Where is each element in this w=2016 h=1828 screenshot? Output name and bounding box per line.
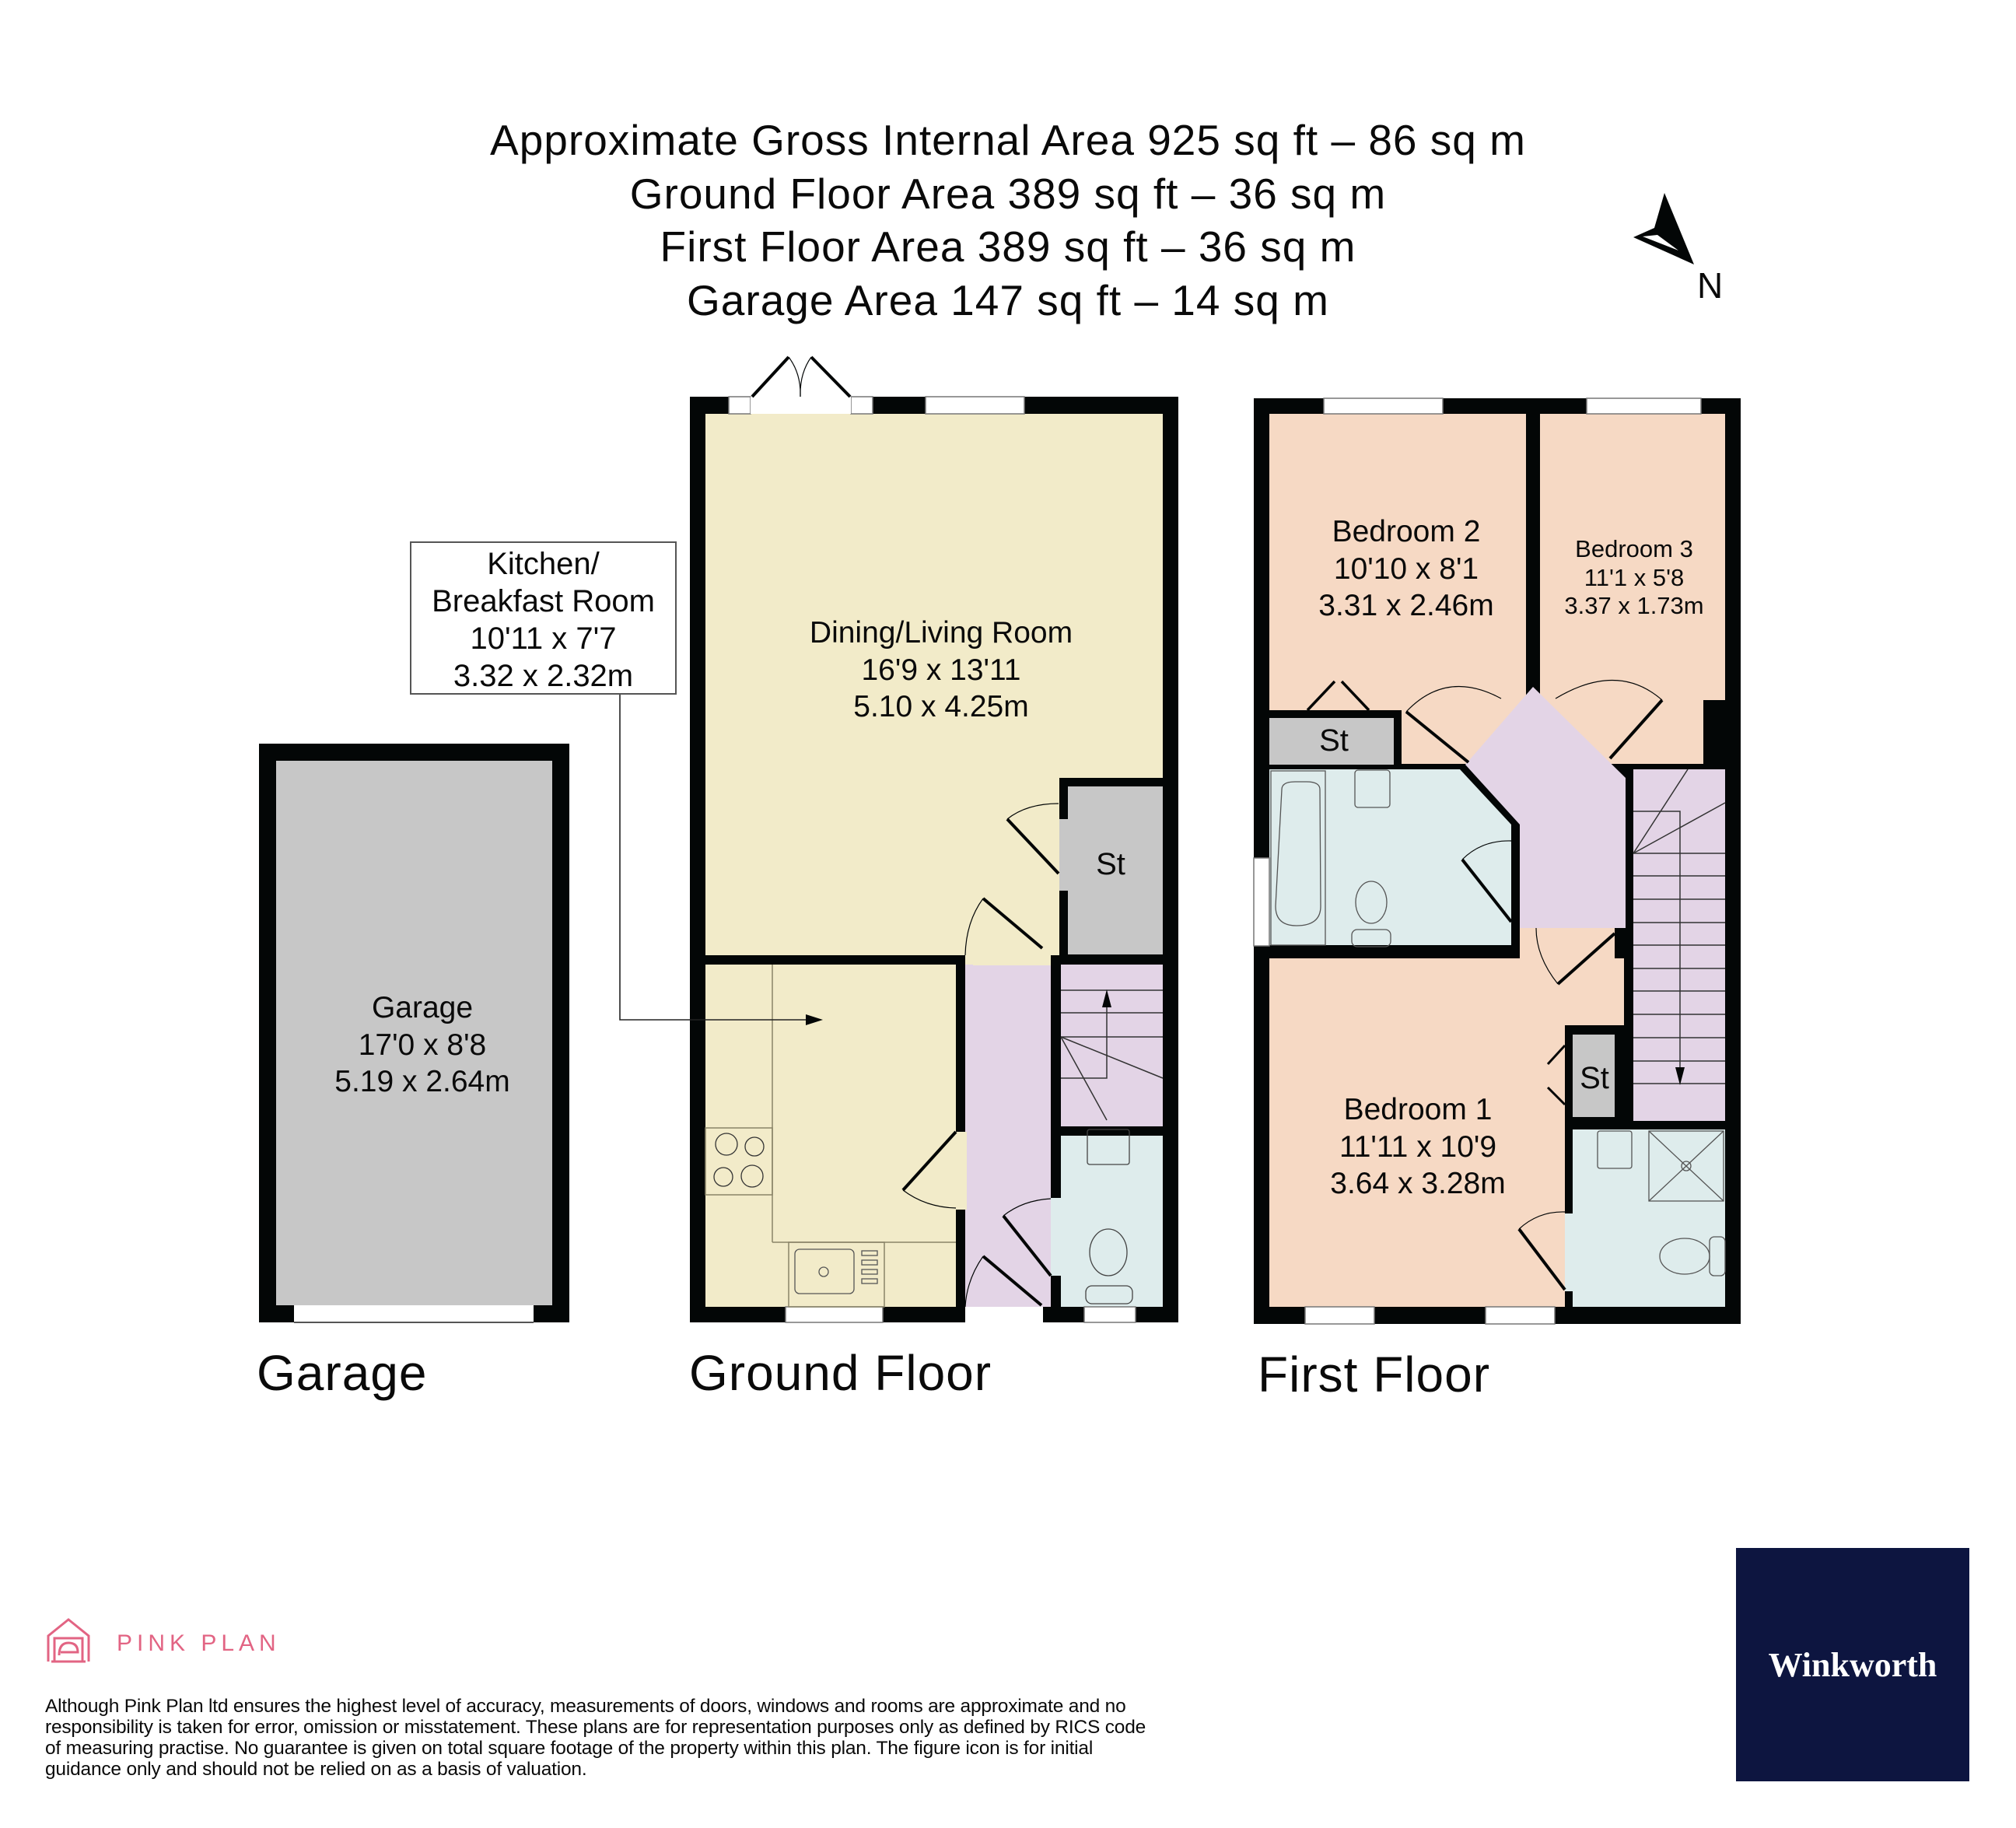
room-dims-imperial: 11'1 x 5'8	[1584, 563, 1685, 591]
room-dims-metric: 5.10 x 4.25m	[853, 690, 1029, 724]
room-storage-first-b: St	[1580, 1061, 1609, 1095]
room-name: Kitchen/	[487, 547, 600, 581]
room-storage-ground: St	[1096, 847, 1125, 881]
room-dims-imperial: 16'9 x 13'11	[861, 653, 1021, 687]
pink-plan-brand: PINK PLAN	[117, 1630, 281, 1656]
room-dining-living: Dining/Living Room 16'9 x 13'11 5.10 x 4…	[810, 615, 1073, 726]
ground-floor-plan	[619, 355, 1178, 1323]
floor-label-ground: Ground Floor	[689, 1345, 992, 1401]
room-name-2: Breakfast Room	[432, 584, 655, 618]
room-dims-imperial: 10'10 x 8'1	[1333, 552, 1479, 586]
north-arrow-icon	[1633, 193, 1694, 264]
room-dims-metric: 3.37 x 1.73m	[1564, 592, 1704, 620]
room-bedroom-2: Bedroom 2 10'10 x 8'1 3.31 x 2.46m	[1318, 513, 1493, 625]
room-name: Garage	[371, 991, 474, 1024]
gross-area-title: Approximate Gross Internal Area 925 sq f…	[490, 116, 1526, 164]
room-dims-metric: 3.31 x 2.46m	[1318, 589, 1494, 623]
room-garage: Garage 17'0 x 8'8 5.19 x 2.64m	[334, 989, 509, 1101]
room-storage-first-a: St	[1319, 723, 1349, 758]
room-dims-metric: 3.64 x 3.28m	[1330, 1167, 1506, 1201]
ground-floor-area: Ground Floor Area 389 sq ft – 36 sq m	[629, 170, 1387, 218]
floor-label-first: First Floor	[1258, 1346, 1490, 1403]
room-name: Dining/Living Room	[809, 616, 1073, 650]
floor-label-garage: Garage	[257, 1345, 428, 1401]
room-dims-imperial: 10'11 x 7'7	[470, 622, 617, 656]
winkworth-logo: Winkworth	[1736, 1548, 1969, 1781]
disclaimer-text: Although Pink Plan ltd ensures the highe…	[45, 1696, 1146, 1780]
garage-plan	[259, 744, 569, 1323]
house-logo-icon	[47, 1618, 90, 1663]
room-bedroom-3: Bedroom 3 11'1 x 5'8 3.37 x 1.73m	[1564, 535, 1703, 621]
room-kitchen-callout: Kitchen/ Breakfast Room 10'11 x 7'7 3.32…	[410, 541, 677, 695]
first-floor-area: First Floor Area 389 sq ft – 36 sq m	[660, 222, 1356, 271]
room-name: Bedroom 3	[1575, 535, 1693, 562]
room-dims-metric: 3.32 x 2.32m	[453, 659, 634, 693]
first-floor-plan	[1253, 397, 1741, 1325]
room-bedroom-1: Bedroom 1 11'11 x 10'9 3.64 x 3.28m	[1330, 1091, 1505, 1203]
room-name: Bedroom 1	[1343, 1093, 1493, 1126]
room-dims-imperial: 17'0 x 8'8	[358, 1028, 487, 1062]
room-name: Bedroom 2	[1332, 515, 1481, 548]
compass-north-label: N	[1697, 265, 1724, 306]
winkworth-logo-text: Winkworth	[1768, 1645, 1937, 1684]
garage-area: Garage Area 147 sq ft – 14 sq m	[687, 276, 1329, 324]
room-dims-imperial: 11'11 x 10'9	[1339, 1129, 1497, 1164]
room-dims-metric: 5.19 x 2.64m	[334, 1065, 510, 1099]
